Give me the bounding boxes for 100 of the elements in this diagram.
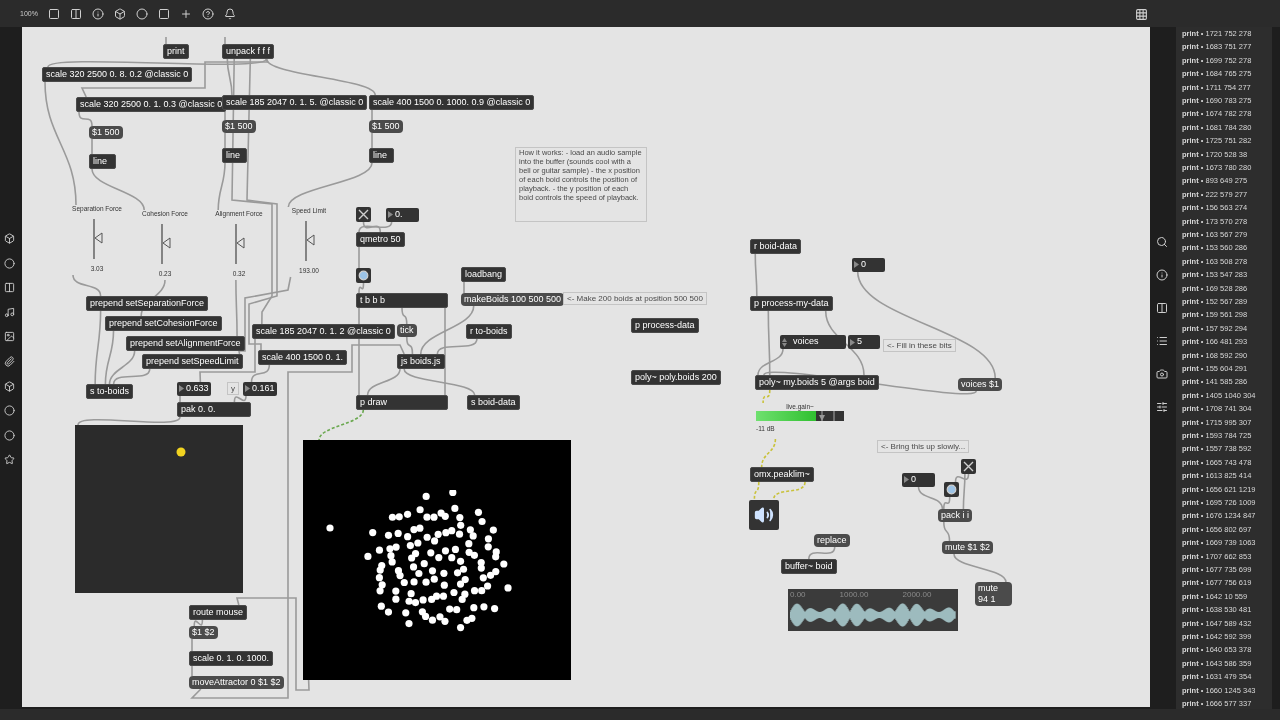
message-box: mute 94 1 [975,582,1012,606]
patch-cord [217,162,226,211]
object-box: pak 0. 0. [177,402,251,417]
patch-cord [191,638,193,652]
time-tick: 0.00 [790,590,806,599]
object-box: p process-data [631,318,699,333]
object-box: prepend setAlignmentForce [126,336,245,351]
object-box: buffer~ boid [781,559,837,574]
object-box: p draw [356,395,448,410]
message-box: voices $1 [958,378,1003,391]
patch-cord [757,348,784,376]
patch-cord [91,168,145,211]
patch-cord [358,246,360,269]
patch-cord [754,253,758,297]
patch-cord [943,521,951,542]
number-value: 0.633 [186,382,209,395]
patch-cord [419,305,475,355]
object-box: loadbang [461,267,507,282]
patch-cord [753,481,760,501]
object-box: prepend setCohesionForce [105,316,222,331]
patch-cord [856,270,997,379]
patch-cord [371,109,373,121]
object-box: scale 185 2047 0. 1. 5. @classic 0 [222,95,368,110]
patch-cord [44,81,77,206]
patch-cord [917,485,944,510]
number-box [243,382,277,396]
object-box: line [369,148,394,163]
object-box: poly~ my.boids 5 @args boid [755,375,879,390]
patch-cord [235,597,310,691]
patch-cord [444,307,446,396]
patch-cord [235,279,238,337]
patch-cord [91,138,93,155]
patch-cord [366,368,401,396]
message-box: moveAttractor 0 $1 $2 [189,676,284,689]
patch-cord [954,473,970,483]
object-box: scale 400 1500 0. 1000. 0.9 @classic 0 [369,95,535,110]
object-box: p process-my-data [750,296,833,311]
patch-cord [767,310,771,376]
patch-cord [943,496,951,510]
object-box: poly~ poly.boids 200 [631,370,721,385]
patch-cord [77,416,181,426]
patch-cord [405,336,414,355]
comment-box: <- Make 200 boids at position 500 500 [563,292,707,305]
patch-cord [224,132,226,149]
number-value: 0. [395,208,403,221]
object-box: print [163,44,189,59]
object-box: scale 0. 1. 0. 1000. [189,651,274,666]
comment-box: <- Fill in these bits [883,339,956,352]
object-box: scale 320 2500 0. 1. 0.3 @classic 0 [76,97,227,112]
number-value: 0.161 [252,382,275,395]
patch-cord [318,409,365,441]
object-box: qmetro 50 [356,232,405,247]
message-box: tick [397,324,417,337]
number-box [848,335,880,349]
object-box: unpack f f f [222,44,275,59]
object-box: js boids.js [397,354,445,369]
patch-cord [772,481,806,501]
patch-cord [78,111,93,127]
patch-cord [199,338,256,383]
message-box: mute $1 $2 [942,541,994,554]
patch-cord [824,310,865,376]
patch-cord [238,276,292,355]
patch-cord [371,132,373,149]
comment-box: y [227,382,239,395]
menu-box [780,335,846,349]
object-box: prepend setSpeedLimit [142,354,243,369]
object-box: omx.peaklim~ [750,467,814,482]
object-box: scale 320 2500 0. 8. 0.2 @classic 0 [42,67,193,82]
patch-cord [112,368,151,385]
object-box: line [222,148,247,163]
patch-cord [808,546,836,560]
message-box: replace [814,534,850,547]
patch-cord [72,274,102,297]
patch-cord [287,162,373,208]
message-box: pack i i [938,509,972,522]
number-box [852,258,885,272]
message-box: $1 500 [89,126,123,139]
patch-cord [226,58,233,96]
pad-display [75,425,243,593]
patch-cord [104,330,115,385]
patch-cord [265,58,376,96]
patch-cord [47,58,268,68]
patch-cord [762,389,771,404]
patch-cord [233,394,247,403]
patch-cord [246,58,278,351]
object-box: r boid-data [750,239,802,254]
patch-cord [436,338,478,355]
patch-cord [358,220,393,233]
object-box: route mouse [189,605,248,620]
patch-cord [401,307,408,325]
message-box: $1 $2 [189,626,218,639]
waveform-display [788,589,958,631]
message-box: $1 500 [369,120,403,133]
patch-cord [231,58,273,325]
number-value: 5 [857,335,862,349]
patch-cord [463,281,465,294]
number-value: 0 [861,258,866,271]
comment-box: <- Bring this up slowly... [877,440,970,453]
number-box [902,473,935,487]
patch-cord [94,310,102,385]
